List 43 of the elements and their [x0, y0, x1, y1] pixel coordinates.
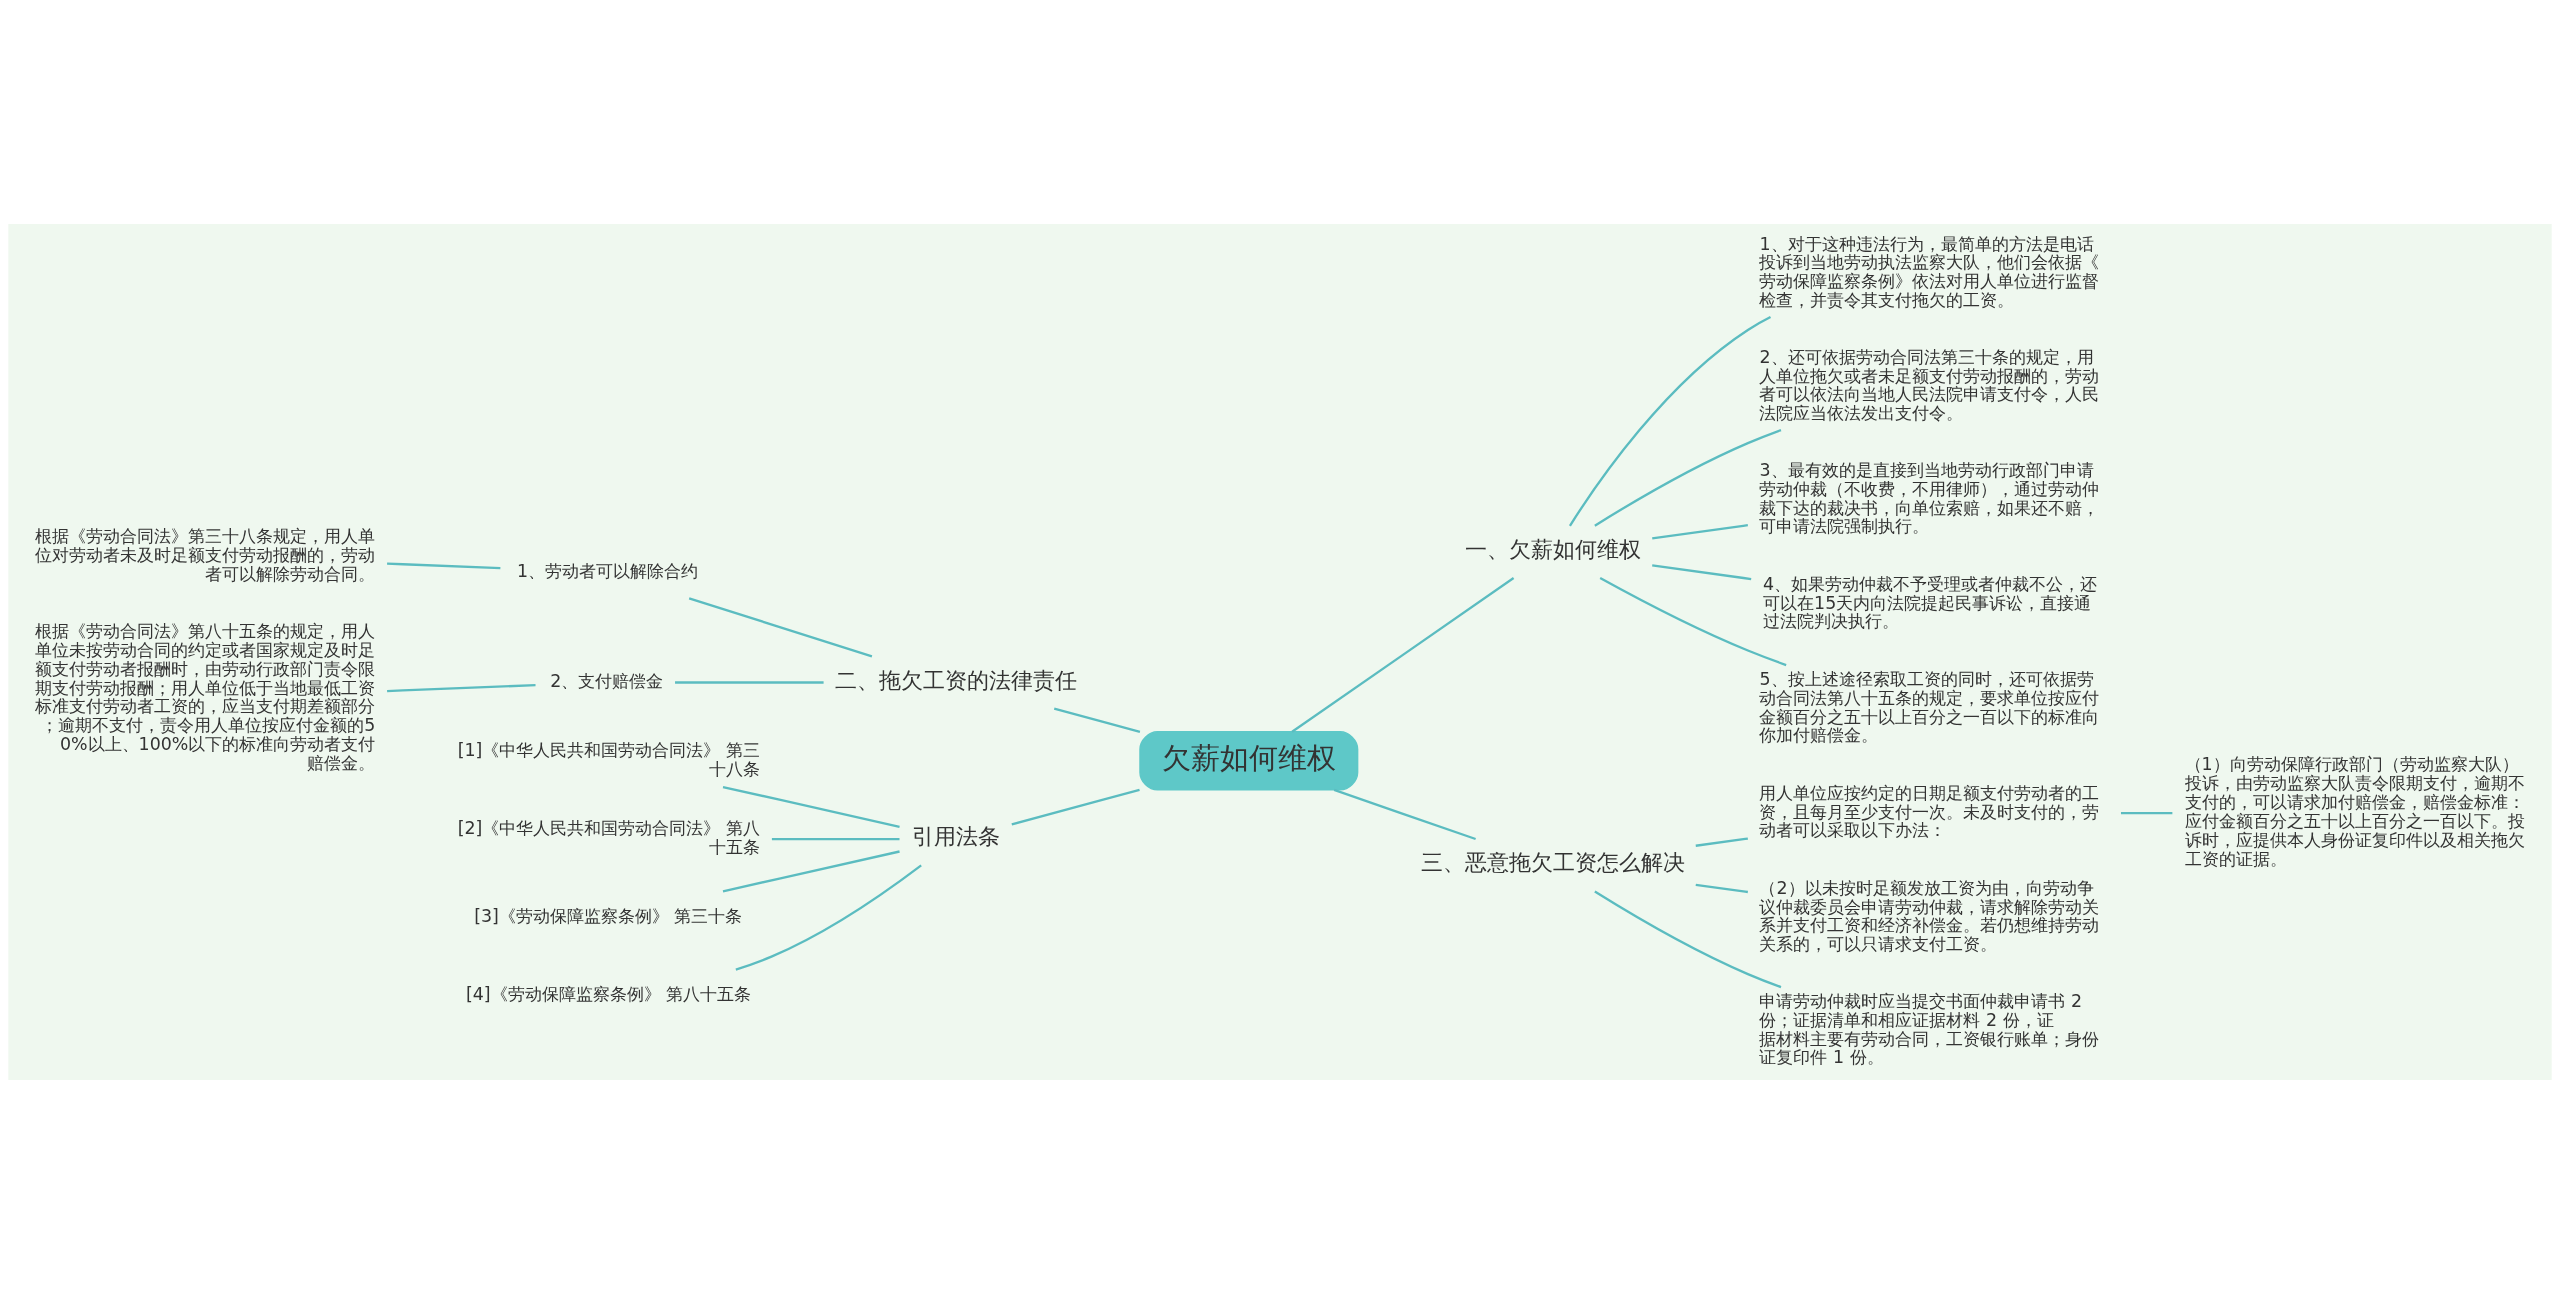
connector	[1695, 837, 1748, 847]
node-text: 根据《劳动合同法》第三十八条规定，用人单位对劳动者未及时足额支付劳动报酬的，劳动者可以解除劳动合同。	[35, 525, 376, 584]
connector	[1333, 788, 1476, 841]
node-box: 欠薪如何维权	[1139, 731, 1359, 791]
connector	[1291, 577, 1515, 733]
connector	[1568, 315, 1772, 527]
connector	[1594, 428, 1782, 527]
node-text: 引用法条	[911, 824, 1000, 850]
connector	[387, 684, 536, 693]
connector	[1652, 564, 1752, 581]
node-text: 2、还可依据劳动合同法第三十条的规定，用人单位拖欠或者未足额支付劳动报酬的，劳动者可以依法向当地人民法院申请支付令，人民法院应当依法发出支付令。	[1759, 346, 2100, 424]
connector	[1594, 890, 1782, 989]
connector	[771, 838, 900, 841]
connector	[688, 597, 873, 658]
node-text: （1）向劳动保障行政部门（劳动监察大队）投诉，由劳动监察大队责令限期支付，逾期不支付的，可以请求加付赔偿金，赔偿金标准：应付金额百分之五十以上百分之一百以下。投诉时，应提供本人身份证复印件以及相关拖欠工资的证据。	[2184, 754, 2525, 869]
connector	[387, 562, 501, 570]
connector	[675, 681, 824, 684]
node-text: [1]《中华人民共和国劳动合同法》 第三十八条	[457, 739, 760, 779]
connector	[722, 785, 900, 828]
node-text: 1、对于这种违法行为，最简单的方法是电话投诉到当地劳动执法监察大队，他们会依据《劳动保障监察条例》依法对用人单位进行监督检查，并责令其支付拖欠的工资。	[1759, 233, 2100, 311]
connector	[2120, 811, 2173, 815]
node-text: 根据《劳动合同法》第八十五条的规定，用人单位未按劳动合同的约定或者国家规定及时足额支付劳动者报酬时，由劳动行政部门责令限期支付劳动报酬；用人单位低于当地最低工资标准支付劳动者工资的，应当支付期差额部分；逾期不支付，责令用人单位按应付金额的50%以上、100%以下的标准向劳动者支付赔偿金。	[35, 620, 376, 773]
node-text: （2）以未按时足额发放工资为由，向劳动争议仲裁委员会申请劳动仲裁，请求解除劳动关系并支付工资和经济补偿金。若仍想维持劳动关系的，可以只请求支付工资。	[1759, 877, 2100, 955]
node-text: 2、支付赔偿金	[550, 670, 664, 691]
node-text: [2]《中华人民共和国劳动合同法》 第八十五条	[457, 818, 760, 858]
node-text: 申请劳动仲裁时应当提交书面仲裁申请书 2 份；证据清单和相应证据材料 2 份，证据材料主要有劳动合同，工资银行账单；身份证复印件 1 份。	[1759, 990, 2100, 1068]
node-text: 一、欠薪如何维权	[1464, 536, 1641, 562]
node-text: 5、按上述途径索取工资的同时，还可依据劳动合同法第八十五条的规定，要求单位按应付金额百分之五十以上百分之一百以下的标准向你加付赔偿金。	[1759, 668, 2100, 746]
connector	[1695, 883, 1748, 894]
node-text: 用人单位应按约定的日期足额支付劳动者的工资，且每月至少支付一次。未及时支付的，劳动者可以采取以下办法：	[1759, 782, 2100, 841]
connector	[1053, 707, 1141, 733]
node-text: 1、劳动者可以解除合约	[517, 560, 699, 581]
node-text: [3]《劳动保障监察条例》 第三十条	[474, 906, 743, 926]
node-text: 3、最有效的是直接到当地劳动行政部门申请劳动仲裁（不收费，不用律师），通过劳动仲裁下达的裁决书，向单位索赔，如果还不赔，可申请法院强制执行。	[1759, 459, 2100, 537]
connector	[1011, 788, 1140, 826]
connector	[1652, 524, 1748, 540]
node-text: 三、恶意拖欠工资怎么解决	[1420, 850, 1685, 876]
node-text: 4、如果劳动仲裁不予受理或者仲裁不公，还可以在15天内向法院提起民事诉讼，直接通过法院判决执行。	[1763, 573, 2098, 632]
connector	[735, 864, 922, 971]
connector	[722, 850, 900, 893]
node-text: [4]《劳动保障监察条例》 第八十五条	[465, 984, 752, 1005]
connector	[1599, 577, 1787, 667]
node-text: 二、拖欠工资的法律责任	[834, 667, 1077, 693]
